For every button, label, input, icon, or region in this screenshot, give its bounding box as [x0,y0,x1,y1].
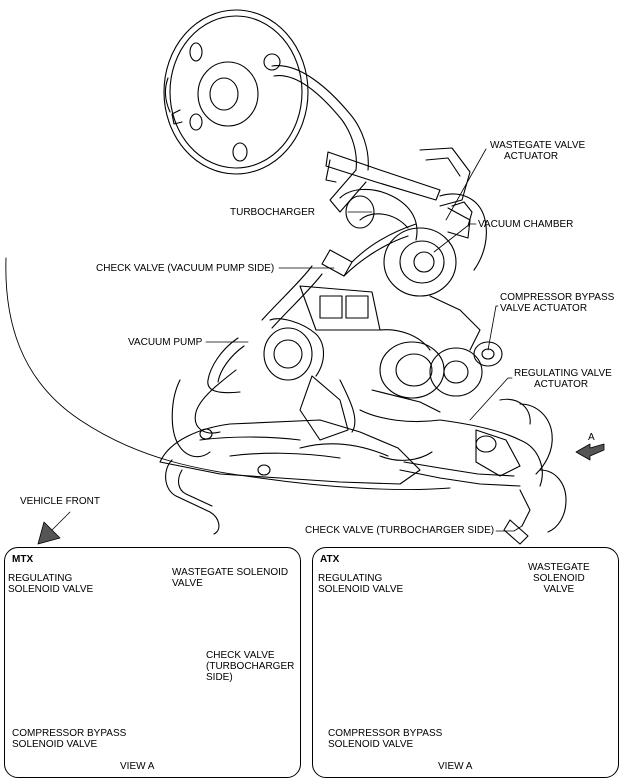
turbocharger-drawing [339,188,487,351]
atx-compressor-line1: COMPRESSOR BYPASS [328,728,443,739]
vehicle-front-arrow [37,511,71,545]
compressor-bypass-actuator-line1: COMPRESSOR BYPASS [500,292,615,303]
regulating-actuator-line2: ACTUATOR [534,379,589,390]
regulating-actuator-label: REGULATING VALVE ACTUATOR [514,368,612,390]
engine-block-drawing [263,285,503,441]
wastegate-actuator-line2: ACTUATOR [504,151,559,162]
view-marker-label: A [588,432,595,443]
mtx-compressor-line1: COMPRESSOR BYPASS [12,728,127,739]
mtx-check-valve-line1: CHECK VALVE [206,650,275,661]
atx-panel [312,547,619,778]
mtx-check-valve-label: CHECK VALVE (TURBOCHARGER SIDE) [206,650,294,683]
mtx-compressor-label: COMPRESSOR BYPASS SOLENOID VALVE [12,728,126,750]
atx-regulating-line1: REGULATING [318,573,383,584]
atx-title: ATX [320,554,340,565]
turbo-vacuum-hose [261,207,471,329]
atx-regulating-label: REGULATING SOLENOID VALVE [318,573,403,595]
mtx-wastegate-line1: WASTEGATE SOLENOID [172,567,289,578]
vacuum-pump-label: VACUUM PUMP [128,337,203,348]
atx-wastegate-label: WASTEGATE SOLENOID VALVE [528,562,590,595]
turbocharger-label: TURBOCHARGER [230,207,316,218]
mtx-compressor-line2: SOLENOID VALVE [12,739,98,750]
view-a-arrow [575,443,605,461]
guide-curve [5,257,451,490]
regulating-actuator-line1: REGULATING VALVE [514,368,612,379]
mtx-check-valve-line3: SIDE) [206,672,233,683]
compressor-bypass-actuator-line2: VALVE ACTUATOR [500,303,588,314]
check-valve-turbo-label: CHECK VALVE (TURBOCHARGER SIDE) [305,525,495,536]
mtx-title: MTX [12,554,34,565]
mtx-panel [4,547,301,778]
mtx-wastegate-label: WASTEGATE SOLENOID VALVE [172,567,288,589]
atx-compressor-label: COMPRESSOR BYPASS SOLENOID VALVE [328,728,442,750]
atx-view-label: VIEW A [438,761,473,772]
mtx-wastegate-line2: VALVE [172,578,203,589]
wastegate-actuator-label: WASTEGATE VALVE ACTUATOR [490,140,585,162]
mtx-check-valve-line2: (TURBOCHARGER [206,661,295,672]
atx-regulating-line2: SOLENOID VALVE [318,584,404,595]
atx-compressor-line2: SOLENOID VALVE [328,739,414,750]
atx-wastegate-line3: VALVE [543,584,575,595]
lower-pipework [159,337,567,545]
check-valve-vacuum-label: CHECK VALVE (VACUUM PUMP SIDE) [96,263,275,274]
wastegate-actuator-line1: WASTEGATE VALVE [490,140,586,151]
hose-bracket [325,147,471,207]
vacuum-chamber-label: VACUUM CHAMBER [478,219,574,230]
mtx-regulating-line1: REGULATING [8,573,73,584]
compressor-bypass-actuator-label: COMPRESSOR BYPASS VALVE ACTUATOR [500,292,614,314]
vehicle-front-label: VEHICLE FRONT [20,496,101,507]
atx-wastegate-line1: WASTEGATE [528,562,590,573]
mtx-regulating-label: REGULATING SOLENOID VALVE [8,573,93,595]
leader-lines [205,148,523,532]
brake-booster-drawing [163,9,309,175]
mtx-regulating-line2: SOLENOID VALVE [8,584,94,595]
mtx-view-label: VIEW A [120,761,155,772]
atx-wastegate-line2: SOLENOID [532,573,585,584]
booster-vacuum-hose [271,65,369,213]
